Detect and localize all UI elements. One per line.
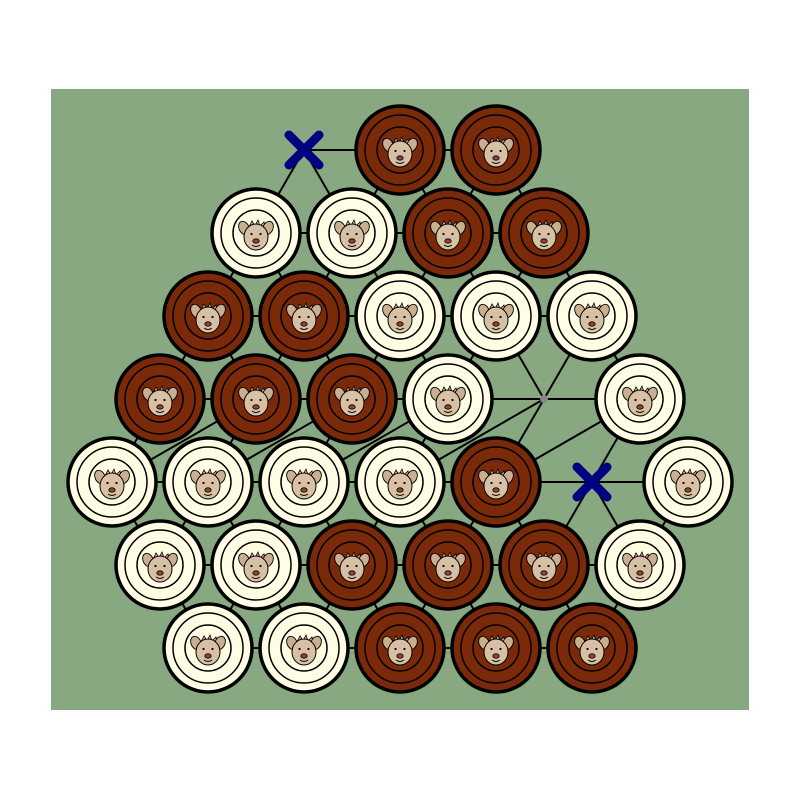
- light-hedgehog-piece[interactable]: [450, 270, 542, 362]
- dark-hedgehog-piece[interactable]: [498, 519, 590, 611]
- light-hedgehog-piece[interactable]: [402, 353, 494, 445]
- light-hedgehog-piece[interactable]: [354, 436, 446, 528]
- dark-hedgehog-piece[interactable]: [450, 104, 542, 196]
- cross-marker-icon[interactable]: [572, 462, 612, 502]
- dark-hedgehog-piece[interactable]: [402, 519, 494, 611]
- light-hedgehog-piece[interactable]: [546, 270, 638, 362]
- light-hedgehog-piece[interactable]: [210, 519, 302, 611]
- dark-hedgehog-piece[interactable]: [450, 602, 542, 694]
- light-hedgehog-piece[interactable]: [66, 436, 158, 528]
- light-hedgehog-piece[interactable]: [642, 436, 734, 528]
- light-hedgehog-piece[interactable]: [258, 436, 350, 528]
- light-hedgehog-piece[interactable]: [210, 187, 302, 279]
- light-hedgehog-piece[interactable]: [162, 436, 254, 528]
- dark-hedgehog-piece[interactable]: [450, 436, 542, 528]
- light-hedgehog-piece[interactable]: [258, 602, 350, 694]
- dark-hedgehog-piece[interactable]: [210, 353, 302, 445]
- dark-hedgehog-piece[interactable]: [306, 353, 398, 445]
- dark-hedgehog-piece[interactable]: [258, 270, 350, 362]
- light-hedgehog-piece[interactable]: [594, 353, 686, 445]
- dark-hedgehog-piece[interactable]: [546, 602, 638, 694]
- light-hedgehog-piece[interactable]: [354, 270, 446, 362]
- dark-hedgehog-piece[interactable]: [354, 602, 446, 694]
- light-hedgehog-piece[interactable]: [306, 187, 398, 279]
- light-hedgehog-piece[interactable]: [114, 519, 206, 611]
- dark-hedgehog-piece[interactable]: [306, 519, 398, 611]
- empty-node[interactable]: [540, 395, 548, 403]
- dark-hedgehog-piece[interactable]: [498, 187, 590, 279]
- dark-hedgehog-piece[interactable]: [402, 187, 494, 279]
- light-hedgehog-piece[interactable]: [162, 602, 254, 694]
- light-hedgehog-piece[interactable]: [594, 519, 686, 611]
- cross-marker-icon[interactable]: [284, 130, 324, 170]
- dark-hedgehog-piece[interactable]: [162, 270, 254, 362]
- dark-hedgehog-piece[interactable]: [354, 104, 446, 196]
- dark-hedgehog-piece[interactable]: [114, 353, 206, 445]
